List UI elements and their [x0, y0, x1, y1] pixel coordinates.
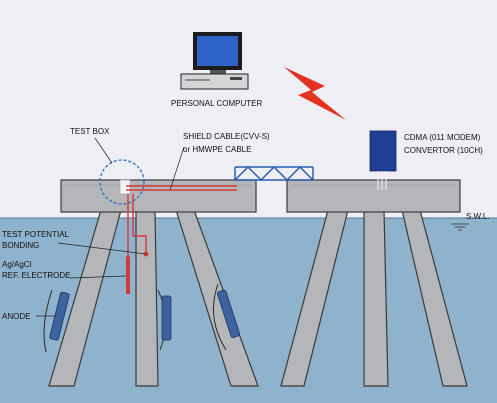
label-cdma-2: CONVERTOR (10CH)	[404, 146, 483, 155]
label-test-potential-2: BONDING	[2, 241, 39, 250]
anode-bracket-1	[43, 289, 53, 353]
label-test-box: TEST BOX	[70, 127, 110, 136]
anode-bracket-3	[213, 283, 227, 351]
bridge-truss	[234, 165, 314, 182]
right-platform-deck	[286, 179, 461, 213]
test-box	[119, 179, 131, 195]
anode-2	[161, 295, 172, 341]
shield-cable	[126, 185, 237, 258]
anodes	[43, 283, 241, 353]
label-shield-cable-2: or HMWPE CABLE	[183, 145, 251, 154]
cdma-modem-box	[369, 130, 397, 172]
label-cdma-1: CDMA (011 MODEM)	[404, 133, 481, 142]
swl-symbol	[451, 223, 469, 231]
label-swl: S.W.L.	[466, 212, 490, 221]
anode-1	[49, 291, 70, 341]
modem-wires	[377, 171, 387, 190]
test-box-circle	[99, 159, 145, 205]
leader-lines	[36, 137, 185, 317]
personal-computer-icon	[180, 32, 249, 90]
label-electrode-2: REF. ELECTRODE	[2, 271, 70, 280]
leg-5	[363, 209, 389, 387]
label-test-potential-1: TEST POTENTIAL	[2, 230, 70, 239]
label-personal-computer: PERSONAL COMPUTER	[171, 99, 262, 108]
anode-3	[216, 289, 241, 338]
label-anode: ANODE	[2, 312, 30, 321]
ref-electrode	[126, 258, 130, 294]
label-electrode-1: Ag/AgCl	[2, 260, 32, 269]
left-platform-legs	[48, 209, 259, 387]
label-shield-cable-1: SHIELD CABLE(CVV-S)	[183, 132, 270, 141]
left-platform-deck	[60, 179, 257, 213]
